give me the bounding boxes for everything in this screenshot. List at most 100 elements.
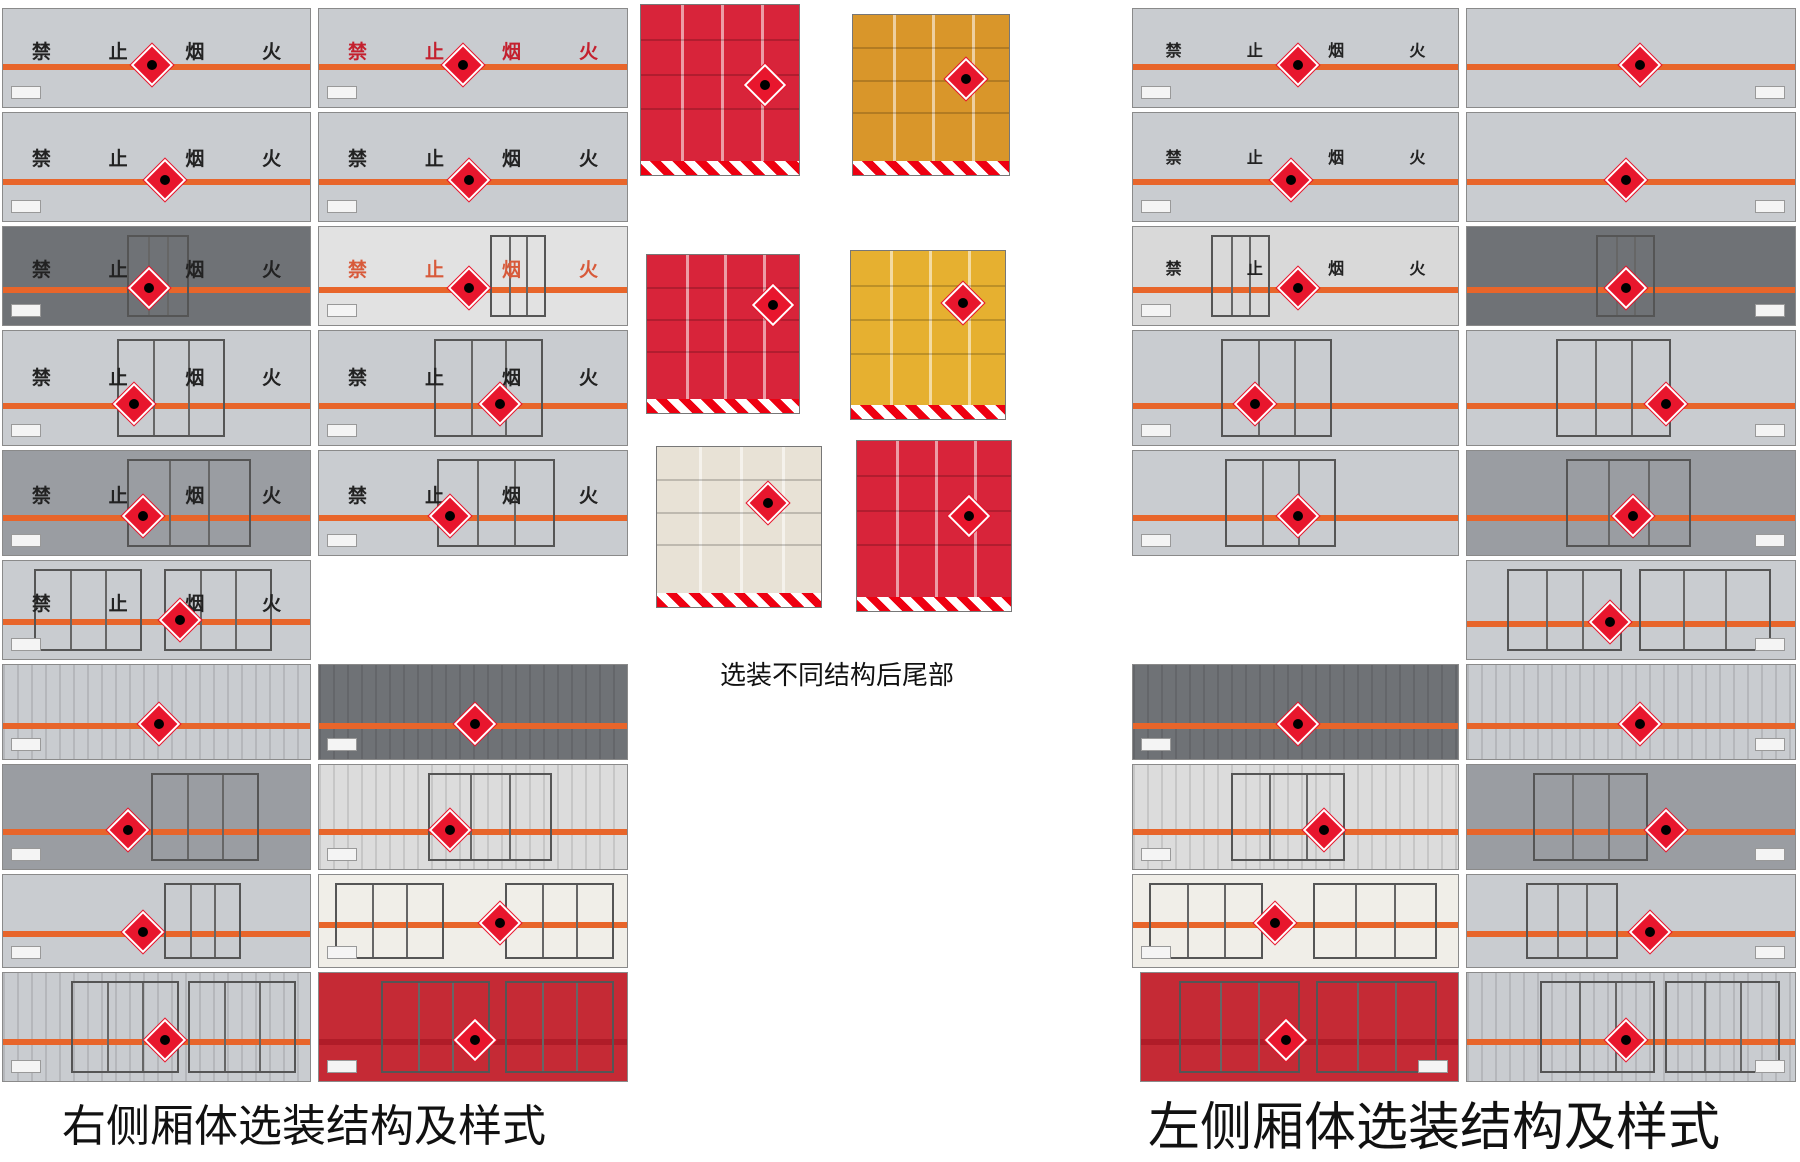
side-door xyxy=(164,569,272,651)
no-fire-warning-text: 禁止烟火 xyxy=(3,37,310,64)
warning-char: 火 xyxy=(262,593,282,615)
warning-char: 禁 xyxy=(1165,259,1182,278)
side-door xyxy=(1526,883,1618,959)
warning-char: 烟 xyxy=(1328,41,1345,60)
body-side-panel xyxy=(1132,764,1459,870)
body-side-panel xyxy=(1466,764,1796,870)
side-door xyxy=(434,339,543,437)
side-door xyxy=(335,883,444,959)
door-lock-bar xyxy=(681,5,684,175)
side-door xyxy=(117,339,225,437)
body-side-panel: 禁止烟火 xyxy=(1132,112,1459,222)
side-door xyxy=(1225,459,1336,547)
body-side-panel: 禁止烟火 xyxy=(2,226,311,326)
warning-char: 烟 xyxy=(185,259,205,281)
warning-char: 火 xyxy=(578,259,598,281)
warning-char: 火 xyxy=(578,41,598,63)
nameplate xyxy=(11,638,41,651)
nameplate xyxy=(1755,304,1785,317)
warning-char: 烟 xyxy=(501,148,521,170)
door-panel-seam xyxy=(851,285,1005,287)
door-lock-bar xyxy=(699,447,702,607)
nameplate xyxy=(327,304,357,317)
no-fire-warning-text: 禁止烟火 xyxy=(319,144,627,171)
no-fire-warning-text: 禁止烟火 xyxy=(1133,37,1458,61)
right-side-body-caption: 右侧厢体选装结构及样式 xyxy=(62,1101,546,1152)
no-fire-warning-text: 禁止烟火 xyxy=(3,363,310,390)
door-lock-bar xyxy=(896,441,899,611)
body-side-panel: 禁止烟火 xyxy=(318,450,628,556)
hazard-diamond-icon xyxy=(1617,701,1663,747)
nameplate xyxy=(327,86,357,99)
warning-char: 止 xyxy=(424,148,444,170)
body-side-panel xyxy=(2,664,311,760)
door-panel-seam xyxy=(853,80,1009,82)
orange-reflective-stripe xyxy=(1467,829,1795,835)
nameplate xyxy=(1141,424,1171,437)
body-side-panel xyxy=(1466,112,1796,222)
nameplate xyxy=(11,1060,41,1073)
nameplate xyxy=(1418,1060,1448,1073)
truck-rear-door-icon xyxy=(656,446,822,608)
warning-char: 止 xyxy=(424,259,444,281)
nameplate xyxy=(1755,638,1785,651)
hazard-diamond-icon xyxy=(946,493,992,539)
no-fire-warning-text: 禁止烟火 xyxy=(3,144,310,171)
warning-char: 火 xyxy=(578,367,598,389)
warning-char: 烟 xyxy=(1328,148,1345,167)
left-side-body-caption: 左侧厢体选装结构及样式 xyxy=(1148,1098,1721,1158)
no-fire-warning-text: 禁止烟火 xyxy=(319,37,627,64)
warning-char: 止 xyxy=(108,259,128,281)
body-side-panel xyxy=(1466,8,1796,108)
door-lock-bar xyxy=(890,251,893,419)
nameplate xyxy=(1141,304,1171,317)
warning-char: 火 xyxy=(1409,259,1426,278)
side-door xyxy=(71,981,179,1073)
warning-char: 烟 xyxy=(501,259,521,281)
orange-reflective-stripe xyxy=(319,403,627,409)
hazard-diamond-icon xyxy=(940,280,986,326)
side-door xyxy=(505,883,614,959)
door-panel-seam xyxy=(857,475,1011,477)
warning-char: 止 xyxy=(108,148,128,170)
body-side-panel: 禁止烟火 xyxy=(1132,226,1459,326)
nameplate xyxy=(1755,848,1785,861)
warning-char: 烟 xyxy=(185,485,205,507)
hazard-diamond-icon xyxy=(1603,157,1649,203)
body-side-panel: 禁止烟火 xyxy=(318,330,628,446)
hazard-diamond-icon xyxy=(120,909,166,955)
rear-structure-caption: 选装不同结构后尾部 xyxy=(720,661,955,691)
side-door xyxy=(1211,235,1270,317)
warning-char: 火 xyxy=(262,41,282,63)
body-side-panel xyxy=(1466,560,1796,660)
warning-char: 火 xyxy=(578,148,598,170)
nameplate xyxy=(1755,200,1785,213)
rear-bumper xyxy=(851,405,1005,419)
body-side-panel xyxy=(1466,664,1796,760)
no-fire-warning-text: 禁止烟火 xyxy=(319,481,627,508)
door-lock-bar xyxy=(740,447,743,607)
nameplate xyxy=(11,86,41,99)
door-panel-seam xyxy=(853,47,1009,49)
door-panel-seam xyxy=(641,39,799,41)
hazard-diamond-icon xyxy=(452,701,498,747)
warning-char: 止 xyxy=(424,41,444,63)
warning-char: 禁 xyxy=(1165,41,1182,60)
warning-char: 禁 xyxy=(347,148,367,170)
orange-reflective-stripe xyxy=(319,515,627,521)
body-side-panel xyxy=(318,764,628,870)
warning-char: 火 xyxy=(578,485,598,507)
truck-rear-door-icon xyxy=(646,254,800,414)
body-side-panel xyxy=(1466,874,1796,968)
body-side-panel xyxy=(1466,330,1796,446)
nameplate xyxy=(11,200,41,213)
no-fire-warning-text: 禁止烟火 xyxy=(1133,144,1458,168)
warning-char: 火 xyxy=(262,148,282,170)
warning-char: 烟 xyxy=(501,367,521,389)
orange-reflective-stripe xyxy=(1133,829,1458,835)
warning-char: 止 xyxy=(1246,41,1263,60)
nameplate xyxy=(11,534,41,547)
nameplate xyxy=(1755,946,1785,959)
nameplate xyxy=(1141,86,1171,99)
side-door xyxy=(505,981,614,1073)
